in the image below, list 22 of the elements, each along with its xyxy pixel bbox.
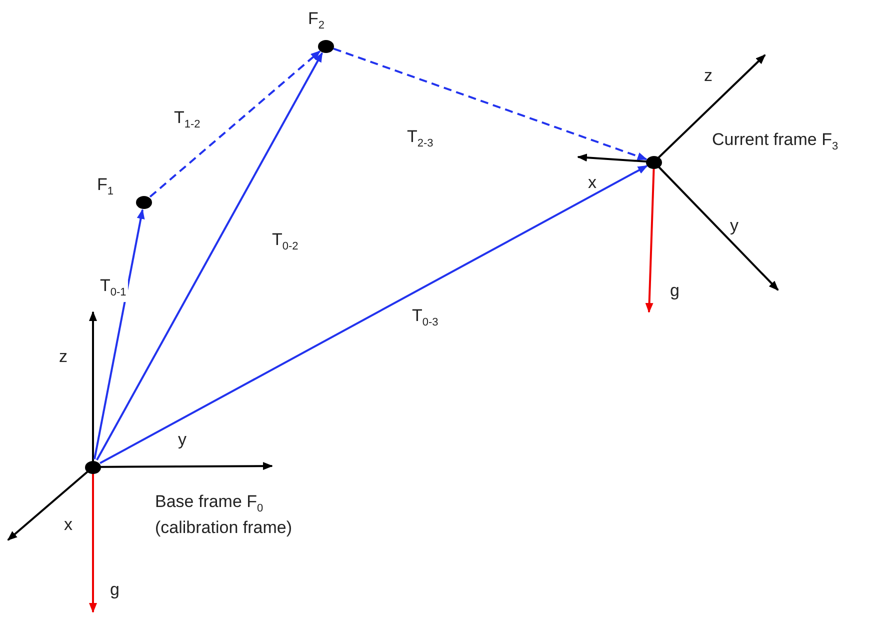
vector-arrow bbox=[333, 48, 648, 160]
edge-label: T$_{0-1}$ bbox=[98, 276, 128, 302]
vector-arrow bbox=[100, 164, 648, 464]
axis-label: g bbox=[670, 281, 680, 301]
frame-label: F$_{2}$ bbox=[308, 9, 325, 34]
axis-label: x bbox=[64, 515, 72, 535]
vector-arrow bbox=[149, 50, 321, 198]
frame-origin-dot bbox=[85, 461, 101, 474]
axis-label: y bbox=[730, 216, 738, 236]
frame-origin-dot bbox=[646, 156, 662, 169]
frame-label: F$_{1}$ bbox=[97, 175, 114, 200]
axis-label: z bbox=[59, 347, 68, 367]
frame-origin-dot bbox=[318, 40, 334, 53]
frame-origin-dot bbox=[136, 196, 152, 209]
axis-label: y bbox=[178, 430, 186, 450]
axis-label: z bbox=[704, 66, 712, 86]
vector-arrow bbox=[94, 208, 145, 460]
frame-label: Current frame F$_{3}$ bbox=[712, 130, 838, 154]
vector-arrow bbox=[96, 52, 323, 460]
axis-label: g bbox=[110, 580, 120, 600]
frame-label: Base frame F$_{0}$ (calibration frame) bbox=[155, 492, 293, 538]
axis-label: x bbox=[588, 173, 596, 193]
